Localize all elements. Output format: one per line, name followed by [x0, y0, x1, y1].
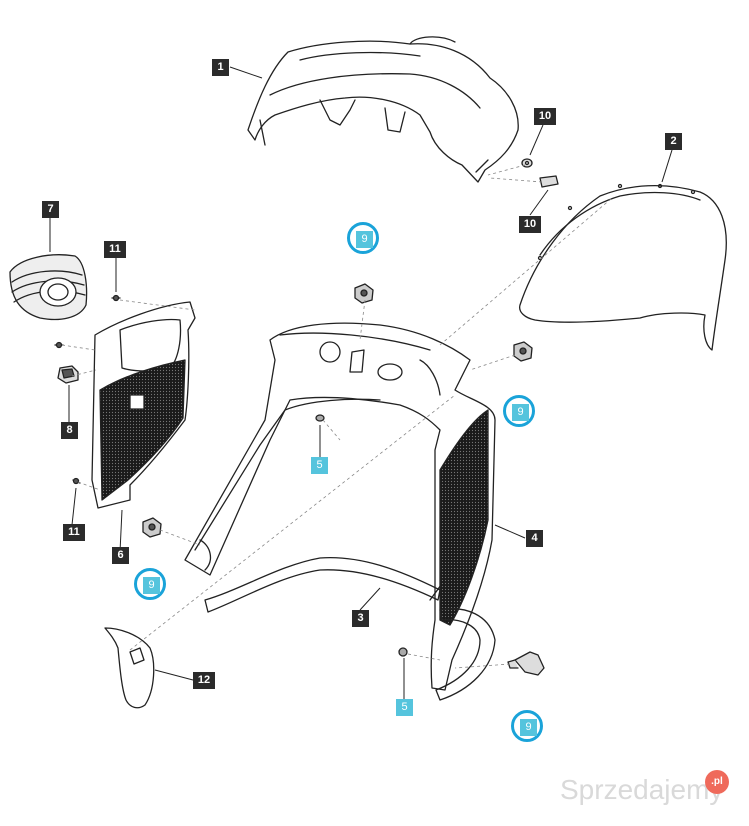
- callout-1: 1: [212, 59, 229, 76]
- callout-10-lower: 10: [519, 216, 541, 233]
- callout-5-lower: 5: [396, 699, 413, 716]
- callout-9-top: 9: [356, 231, 373, 248]
- part-8-grommet: [57, 365, 79, 384]
- callout-3: 3: [352, 610, 369, 627]
- part-9-nut-left: [142, 517, 162, 538]
- callout-5-upper: 5: [311, 457, 328, 474]
- part-4-mesh-grille: [439, 409, 489, 626]
- watermark-badge: .pl: [705, 770, 729, 794]
- callout-9-bottom-ring: 9: [511, 710, 543, 742]
- callout-9-right-ring: 9: [503, 395, 535, 427]
- callout-9-bottom: 9: [520, 719, 537, 736]
- callout-9-left: 9: [143, 577, 160, 594]
- part-11-screw-top: [111, 294, 121, 302]
- callout-2: 2: [665, 133, 682, 150]
- part-3-lower-guard: [435, 608, 496, 701]
- part-3-trim-strip: [204, 556, 441, 613]
- part-5-clip-upper: [315, 414, 325, 422]
- callout-8: 8: [61, 422, 78, 439]
- part-11-screw-left: [54, 341, 64, 349]
- callout-9-left-ring: 9: [134, 568, 166, 600]
- watermark-text: Sprzedajemy: [560, 774, 724, 805]
- part-4-leg-shield: [184, 322, 496, 691]
- callout-6: 6: [112, 547, 129, 564]
- part-9-nut-top: [354, 283, 374, 304]
- part-6-inner-panel: [91, 301, 196, 509]
- callout-11-upper: 11: [104, 241, 126, 258]
- leader-lines: [49, 66, 673, 700]
- callout-9-right: 9: [512, 404, 529, 421]
- part-10-bolt: [539, 175, 559, 188]
- part-6-clip: [129, 394, 145, 410]
- callout-11-lower: 11: [63, 524, 85, 541]
- part-7-duct: [9, 254, 88, 321]
- callout-12: 12: [193, 672, 215, 689]
- callout-7: 7: [42, 201, 59, 218]
- callout-4: 4: [526, 530, 543, 547]
- part-9-knob: [507, 651, 545, 676]
- part-6-mesh-grille: [99, 359, 186, 501]
- part-2-windscreen: [519, 183, 727, 351]
- part-12-cover-plate: [104, 627, 155, 709]
- assembly-lines: [61, 164, 613, 669]
- part-5-clip-lower: [398, 647, 408, 657]
- part-1-top-cowl: [247, 36, 519, 183]
- callout-10-upper: 10: [534, 108, 556, 125]
- part-9-nut-right: [513, 341, 533, 362]
- callout-9-top-ring: 9: [347, 222, 379, 254]
